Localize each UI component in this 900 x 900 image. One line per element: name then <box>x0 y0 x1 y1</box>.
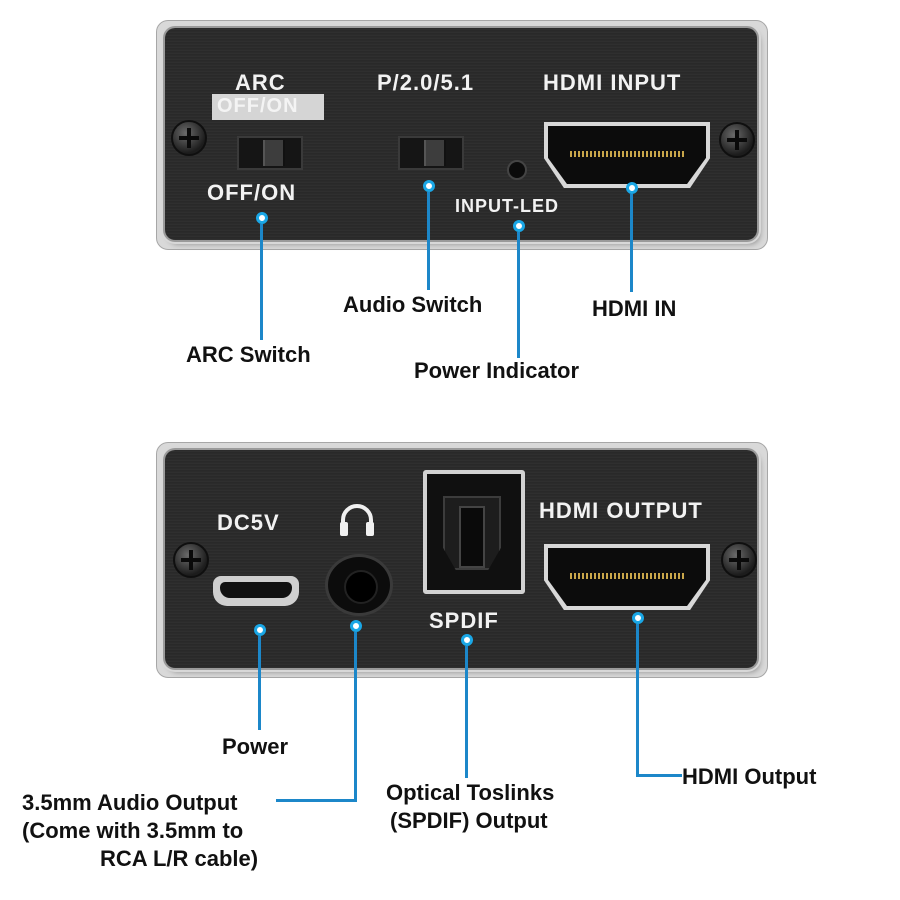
headphone-icon <box>337 502 377 538</box>
bottom-panel: DC5V SPDIF HDMI OUTPUT <box>165 450 757 668</box>
power-indicator-callout: Power Indicator <box>414 358 580 383</box>
power-indicator-marker <box>513 220 525 232</box>
audio-switch-callout: Audio Switch <box>343 292 483 317</box>
audio-output-callout-line1: 3.5mm Audio Output <box>22 790 238 815</box>
screw-icon <box>173 542 209 578</box>
hdmi-pins <box>570 151 684 157</box>
audio-output-callout-line2: (Come with 3.5mm to <box>22 818 244 843</box>
hdmi-in-marker <box>626 182 638 194</box>
hdmi-output-callout: HDMI Output <box>682 764 817 789</box>
audio-switch-marker <box>423 180 435 192</box>
micro-usb-port[interactable] <box>213 576 299 606</box>
hdmi-output-port[interactable] <box>548 548 706 606</box>
arc-switch-leader <box>260 224 263 340</box>
arc-switch-callout: ARC Switch <box>186 342 311 367</box>
hdmi-output-leader-horizontal <box>636 774 682 777</box>
arc-switch-marker <box>256 212 268 224</box>
screw-icon <box>721 542 757 578</box>
audio-output-leader-vertical <box>354 632 357 802</box>
optical-marker <box>461 634 473 646</box>
arc-ghost-label <box>212 94 324 120</box>
input-led-label: INPUT-LED <box>455 196 560 216</box>
spdif-tab <box>459 506 485 568</box>
optical-leader <box>465 646 468 778</box>
spdif-port[interactable] <box>423 470 525 594</box>
screw-icon <box>719 122 755 158</box>
audio-switch[interactable] <box>398 136 464 170</box>
audio-switch-knob[interactable] <box>424 140 446 166</box>
dc5v-label: DC5V <box>217 510 280 535</box>
micro-usb-slot <box>220 582 292 598</box>
arc-switch[interactable] <box>237 136 303 170</box>
optical-callout-line2: (SPDIF) Output <box>390 808 548 833</box>
power-indicator-leader <box>517 232 520 358</box>
arc-ghost-text: OFF/ON <box>217 95 299 117</box>
audio-output-marker <box>350 620 362 632</box>
arc-title: ARC <box>235 70 286 95</box>
audio-jack-hole <box>344 570 378 604</box>
screw-icon <box>171 120 207 156</box>
audio-output-callout-line3: RCA L/R cable) <box>100 846 259 871</box>
spdif-label: SPDIF <box>429 608 499 633</box>
hdmi-in-callout: HDMI IN <box>592 296 677 321</box>
power-marker <box>254 624 266 636</box>
power-leader <box>258 636 261 730</box>
arc-switch-knob[interactable] <box>263 140 285 166</box>
hdmi-output-leader-vertical <box>636 624 639 777</box>
hdmi-input-port[interactable] <box>548 126 706 184</box>
audio-mode-label: P/2.0/5.1 <box>377 70 475 95</box>
hdmi-in-leader <box>630 194 633 292</box>
hdmi-pins <box>570 573 684 579</box>
power-callout: Power <box>222 734 289 759</box>
arc-state-label: OFF/ON <box>207 180 297 205</box>
audio-jack-port[interactable] <box>325 554 393 616</box>
input-led <box>507 160 527 180</box>
audio-switch-leader <box>427 192 430 290</box>
hdmi-input-label: HDMI INPUT <box>543 70 682 95</box>
hdmi-output-marker <box>632 612 644 624</box>
hdmi-output-label: HDMI OUTPUT <box>539 498 703 523</box>
audio-output-leader-horizontal <box>276 799 357 802</box>
top-panel: ARC OFF/ON OFF/ON P/2.0/5.1 INPUT-LED HD… <box>165 28 757 240</box>
optical-callout-line1: Optical Toslinks <box>386 780 555 805</box>
